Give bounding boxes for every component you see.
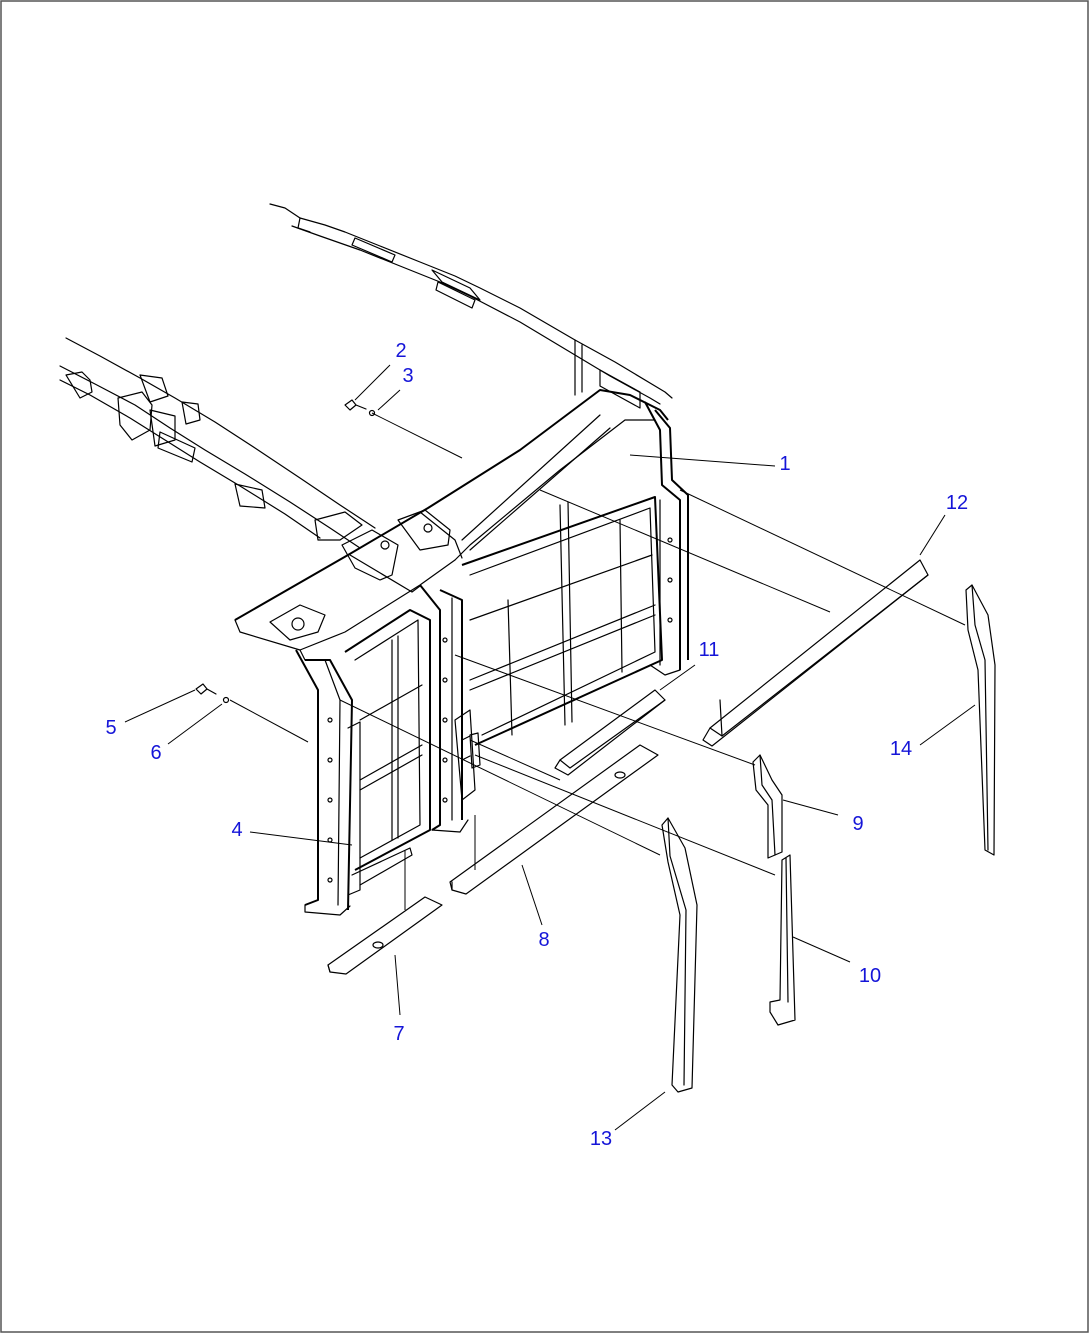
trim-part-9 — [752, 754, 783, 859]
trim-part-13 — [661, 817, 698, 1093]
washer-6 — [222, 696, 230, 704]
upper-frame-rail — [269, 203, 673, 409]
cab-frame — [234, 389, 689, 916]
trim-part-10 — [769, 854, 796, 1026]
washer-3 — [368, 409, 376, 417]
assembly-leader-lines — [229, 412, 966, 910]
trim-part-14 — [965, 584, 996, 856]
callout-13: 13 — [589, 1128, 613, 1150]
callout-7: 7 — [393, 1023, 405, 1045]
seal-part-12 — [702, 559, 929, 747]
callout-11: 11 — [698, 639, 720, 661]
callout-6: 6 — [150, 742, 162, 764]
side-frame-rail — [59, 337, 376, 549]
bolt-5 — [195, 683, 217, 695]
seal-part-11 — [554, 689, 666, 776]
callout-leaders — [124, 364, 976, 1131]
plate-part-7 — [327, 896, 443, 975]
plate-part-8 — [449, 744, 659, 895]
callout-2: 2 — [395, 340, 407, 362]
callout-3: 3 — [402, 365, 414, 387]
callout-14: 14 — [889, 738, 913, 760]
bolt-2 — [344, 399, 367, 411]
callout-1: 1 — [779, 453, 791, 475]
callout-4: 4 — [231, 819, 243, 841]
callout-9: 9 — [852, 813, 864, 835]
callout-5: 5 — [105, 717, 117, 739]
callout-8: 8 — [538, 929, 550, 951]
callout-10: 10 — [858, 965, 882, 987]
callout-12: 12 — [945, 492, 969, 514]
